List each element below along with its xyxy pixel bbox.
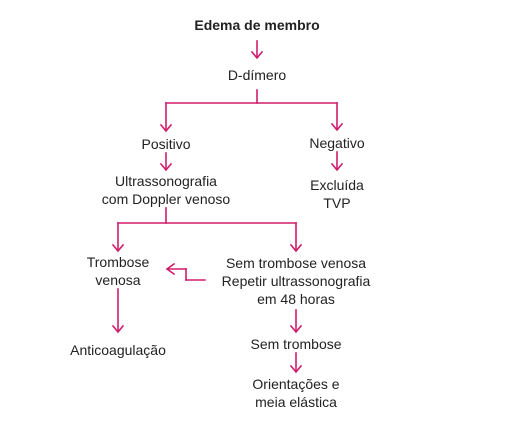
arrow-positivo-to-ultrassonografia bbox=[159, 152, 173, 172]
node-sem-trombose: Sem trombose bbox=[250, 336, 342, 352]
node-excluida-tvp-line-2: TVP bbox=[323, 195, 351, 211]
node-trombose-venosa: Trombose venosa bbox=[87, 253, 150, 289]
arrow-repetir-to-trombose bbox=[165, 262, 206, 281]
node-ultrassonografia-line-2: com Doppler venoso bbox=[101, 191, 231, 207]
node-trombose-venosa-line-1: Trombose bbox=[86, 254, 150, 270]
node-ultrassonografia: Ultrassonografia com Doppler venoso bbox=[102, 172, 230, 208]
node-positivo: Positivo bbox=[141, 136, 191, 152]
arrow-title-to-d-dimero bbox=[250, 40, 264, 60]
node-sem-trombose-venosa-line-3: em 48 horas bbox=[257, 291, 335, 307]
node-ultrassonografia-line-1: Ultrassonografia bbox=[115, 173, 217, 189]
node-orientacoes: Orientações e meia elástica bbox=[252, 375, 339, 411]
node-orientacoes-line-2: meia elástica bbox=[255, 394, 337, 410]
node-sem-trombose-venosa-line-2: Repetir ultrassonografia bbox=[221, 273, 371, 289]
arrow-sem-trombose-to-orientacoes bbox=[289, 352, 303, 374]
node-sem-trombose-venosa: Sem trombose venosa Repetir ultrassonogr… bbox=[222, 254, 371, 308]
node-excluida-tvp: Excluída TVP bbox=[310, 176, 364, 212]
branch-d-dimero bbox=[159, 89, 344, 133]
arrow-repetir-to-sem-trombose bbox=[289, 309, 303, 334]
arrow-negativo-to-excluida bbox=[330, 151, 344, 172]
node-orientacoes-line-1: Orientações e bbox=[252, 376, 340, 392]
branch-ultrassonografia bbox=[111, 207, 303, 253]
node-negativo: Negativo bbox=[309, 135, 365, 151]
node-d-dimero: D-dímero bbox=[227, 67, 287, 83]
node-edema-de-membro: Edema de membro bbox=[194, 17, 320, 33]
node-anticoagulacao: Anticoagulação bbox=[70, 342, 166, 358]
node-sem-trombose-venosa-line-1: Sem trombose venosa bbox=[225, 255, 367, 271]
node-excluida-tvp-line-1: Excluída bbox=[310, 177, 364, 193]
node-trombose-venosa-line-2: venosa bbox=[95, 272, 141, 288]
arrow-trombose-to-anticoagulacao bbox=[111, 288, 125, 334]
